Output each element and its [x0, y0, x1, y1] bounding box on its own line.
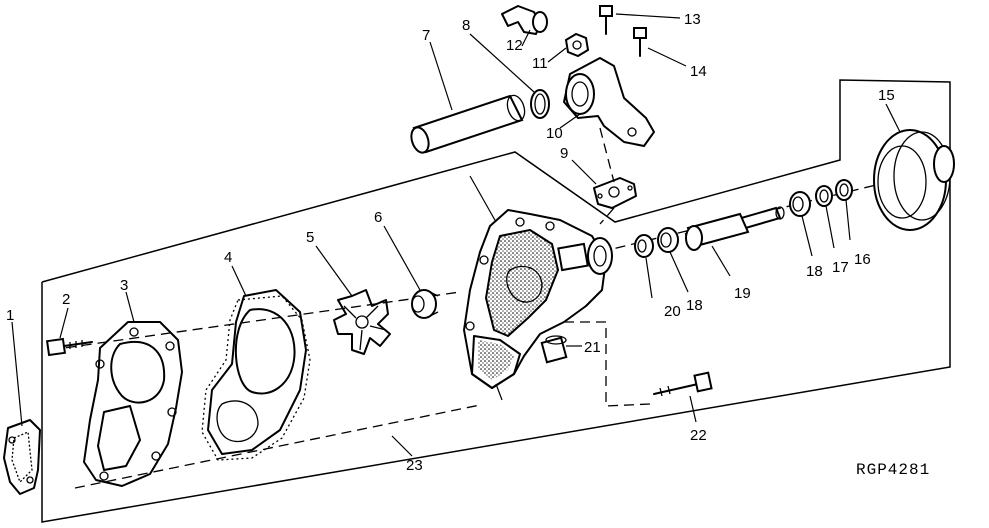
callout-7: 7	[422, 27, 430, 44]
part-18-bearing-right	[789, 191, 811, 217]
callout-20: 20	[664, 303, 681, 320]
callout-8: 8	[462, 17, 470, 34]
part-14-bolt	[633, 27, 647, 57]
callout-13: 13	[684, 11, 701, 28]
part-9-gasket	[593, 177, 637, 209]
callout-12: 12	[506, 37, 523, 54]
callout-labels: 1 2 3 4 5 6 7 8 9 10 11 12 13 14 15 16 1…	[6, 11, 895, 474]
callout-1: 1	[6, 307, 14, 324]
part-3-cover-plate	[83, 321, 183, 487]
part-15-pulley	[873, 129, 955, 231]
part-7-tube	[410, 94, 526, 154]
part-11-nut	[564, 32, 590, 58]
part-20-seal	[634, 234, 654, 258]
part-21-plug	[540, 335, 568, 364]
assembly-frame	[41, 79, 951, 523]
part-6-seal	[411, 289, 439, 319]
callout-14: 14	[690, 63, 707, 80]
callout-22: 22	[690, 427, 707, 444]
callout-10: 10	[546, 125, 563, 142]
callout-3: 3	[120, 277, 128, 294]
callout-23: 23	[406, 457, 423, 474]
reference-code: RGP4281	[856, 461, 930, 479]
part-2-bolt	[45, 337, 93, 357]
part-19-shaft	[684, 206, 785, 251]
part-10-outlet-elbow	[563, 57, 655, 147]
part-8-o-ring	[530, 89, 550, 119]
callout-11: 11	[532, 55, 548, 72]
part-17-ring	[815, 185, 833, 207]
callout-9: 9	[560, 145, 568, 162]
callout-17: 17	[832, 259, 849, 276]
part-13-bolt	[599, 5, 613, 35]
part-1-gasket	[3, 419, 41, 495]
callout-2: 2	[62, 291, 70, 308]
callout-18-right: 18	[806, 263, 823, 280]
part-4-gasket	[201, 289, 311, 461]
callout-18-left: 18	[686, 297, 703, 314]
callout-15: 15	[878, 87, 895, 104]
callout-4: 4	[224, 249, 232, 266]
part-5-impeller	[333, 289, 391, 355]
part-18-bearing-left	[657, 227, 679, 253]
part-16-ring	[835, 179, 853, 201]
part-22-bolt	[653, 371, 713, 397]
part-23-pump-housing	[463, 209, 613, 389]
callout-6: 6	[374, 209, 382, 226]
callout-19: 19	[734, 285, 751, 302]
callout-16: 16	[854, 251, 871, 268]
callout-5: 5	[306, 229, 314, 246]
part-12-elbow-fitting	[501, 5, 548, 35]
callout-21: 21	[584, 339, 601, 356]
leader-lines	[11, 13, 901, 457]
